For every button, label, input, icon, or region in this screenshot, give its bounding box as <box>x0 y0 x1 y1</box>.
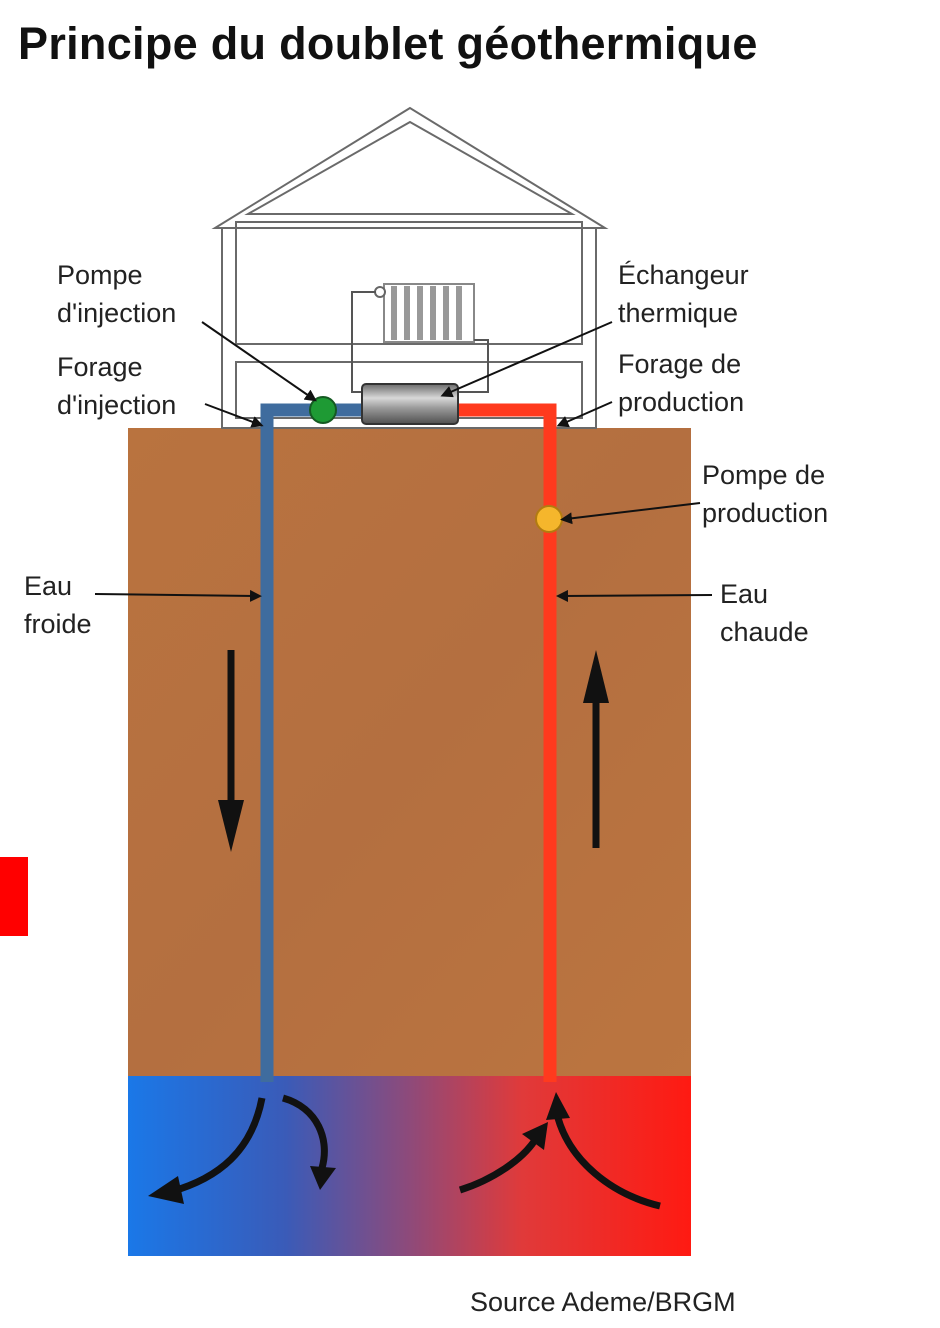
diagram-title: Principe du doublet géothermique <box>18 18 758 69</box>
source-credit: Source Ademe/BRGM <box>470 1287 736 1317</box>
heat-exchanger <box>361 383 459 425</box>
side-marker <box>0 857 28 936</box>
curved-arrow-icon <box>554 1116 661 1210</box>
aquifer-flow-arrows <box>148 1092 661 1210</box>
up-arrow-icon <box>583 650 609 848</box>
house-roof <box>211 106 609 229</box>
soil-layer <box>128 428 691 1078</box>
leader-lines <box>94 321 713 602</box>
injection-pump <box>309 396 337 424</box>
aquifer-layer <box>128 1076 691 1256</box>
curved-arrow-icon <box>458 1137 538 1194</box>
radiator <box>374 283 475 343</box>
production-pipe <box>458 403 557 1082</box>
curved-arrow-icon <box>281 1094 328 1169</box>
curved-arrow-icon <box>169 1097 266 1196</box>
production-pump <box>535 505 563 533</box>
down-arrow-icon <box>218 650 244 852</box>
house <box>211 106 609 429</box>
flow-arrows <box>218 650 609 852</box>
